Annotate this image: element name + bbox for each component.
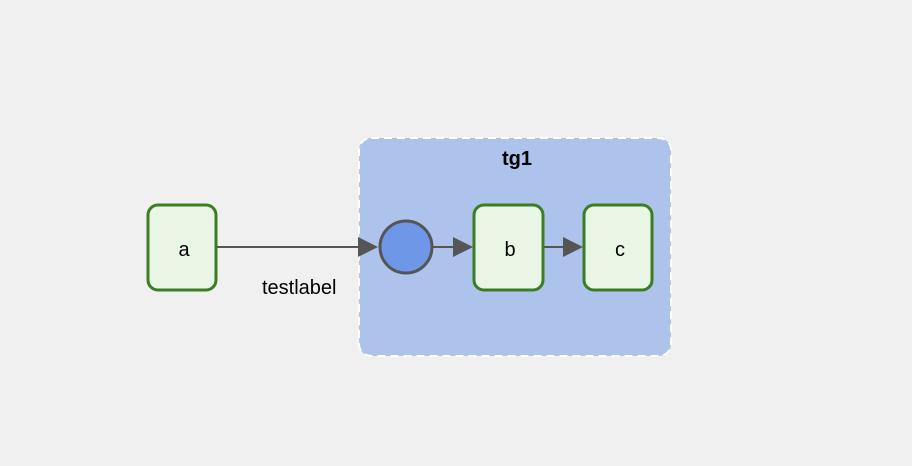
group-label: tg1 xyxy=(502,148,532,170)
node-b[interactable]: b xyxy=(472,203,545,292)
node-a[interactable]: a xyxy=(146,203,218,292)
node-label: b xyxy=(504,239,515,261)
node-label: a xyxy=(178,239,190,261)
join-node[interactable] xyxy=(378,219,434,275)
node-c[interactable]: c xyxy=(582,203,654,292)
edge-label: testlabel xyxy=(262,277,337,299)
node-label: c xyxy=(615,239,625,261)
